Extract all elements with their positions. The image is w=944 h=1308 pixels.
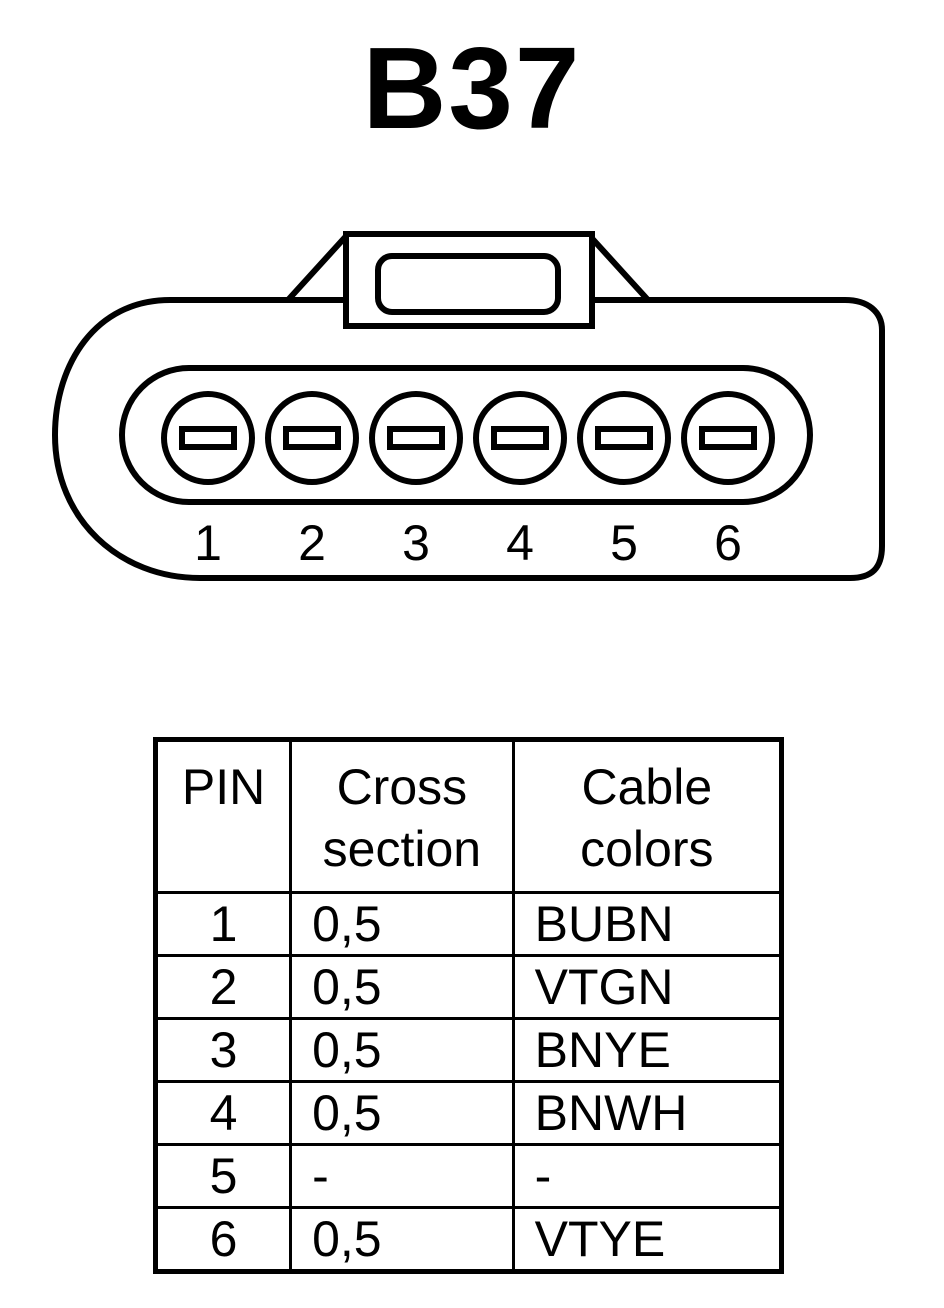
cell-pin: 1: [153, 891, 293, 957]
cell-cross-section: 0,5: [289, 1017, 515, 1083]
cell-cable-color: -: [511, 1143, 784, 1209]
cell-pin: 4: [153, 1080, 293, 1146]
latch-button: [375, 253, 561, 315]
cell-cross-section: -: [289, 1143, 515, 1209]
pin-slot-3: [387, 426, 445, 450]
cell-cross-section: 0,5: [289, 1206, 515, 1273]
cell-pin: 3: [153, 1017, 293, 1083]
pin-slot-1: [179, 426, 237, 450]
table-row: 1 0,5 BUBN: [153, 891, 784, 957]
table-row: 3 0,5 BNYE: [153, 1017, 784, 1083]
pin-number-label: 6: [714, 515, 742, 571]
table-row: 6 0,5 VTYE: [153, 1206, 784, 1273]
table-header-row: PIN Cross section Cable colors: [153, 738, 784, 894]
cell-pin: 6: [153, 1206, 293, 1273]
cell-pin: 2: [153, 954, 293, 1020]
pin-slot-4: [491, 426, 549, 450]
cell-cable-color: VTGN: [511, 954, 784, 1020]
pin-slot-2: [283, 426, 341, 450]
header-cable-colors: Cable colors: [511, 738, 784, 894]
cell-pin: 5: [153, 1143, 293, 1209]
header-pin: PIN: [153, 738, 293, 894]
cell-cable-color: BNWH: [511, 1080, 784, 1146]
pin-number-label: 2: [298, 515, 326, 571]
pin-slot-5: [595, 426, 653, 450]
pin-cavity: [119, 365, 813, 505]
pin-contacts: [161, 391, 775, 485]
pin-number-label: 5: [610, 515, 638, 571]
cell-cross-section: 0,5: [289, 891, 515, 957]
cell-cable-color: BNYE: [511, 1017, 784, 1083]
table-row: 4 0,5 BNWH: [153, 1080, 784, 1146]
connector-title: B37: [362, 23, 582, 153]
cell-cable-color: BUBN: [511, 891, 784, 957]
header-cross-section: Cross section: [289, 738, 515, 894]
cell-cross-section: 0,5: [289, 1080, 515, 1146]
pin-number-label: 3: [402, 515, 430, 571]
table-row: 2 0,5 VTGN: [153, 954, 784, 1020]
pin-number-label: 4: [506, 515, 534, 571]
pin-number-label: 1: [194, 515, 222, 571]
cell-cross-section: 0,5: [289, 954, 515, 1020]
connector-drawing: 1 2 3 4 5 6: [52, 231, 885, 581]
connector-housing: [52, 297, 885, 581]
pin-slot-6: [699, 426, 757, 450]
table-row: 5 - -: [153, 1143, 784, 1209]
pin-labels: 1 2 3 4 5 6: [194, 515, 742, 571]
cell-cable-color: VTYE: [511, 1206, 784, 1273]
pinout-table: PIN Cross section Cable colors 1 0,5 BUB…: [153, 737, 784, 1274]
